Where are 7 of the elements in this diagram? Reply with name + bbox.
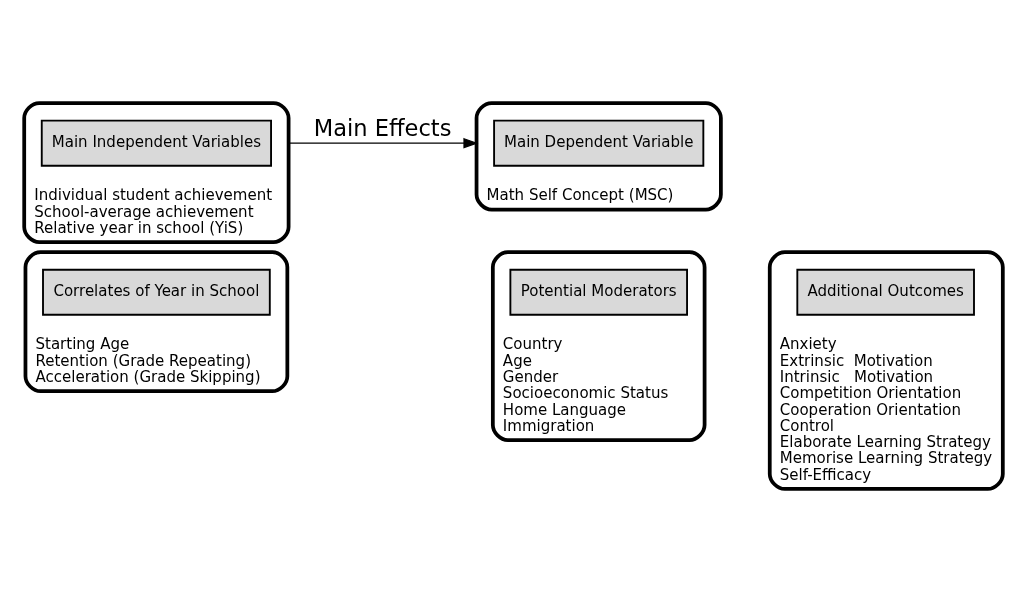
node-box: Potential Moderators <box>509 268 688 316</box>
edge-label: Main Effects <box>313 114 452 141</box>
arrow <box>287 137 479 148</box>
node-box: Correlates of Year in School <box>42 268 271 316</box>
node-box: Additional Outcomes <box>796 268 975 316</box>
node-box: Main Independent Variables <box>40 119 272 167</box>
node-box: Main Dependent Variable <box>493 119 705 167</box>
